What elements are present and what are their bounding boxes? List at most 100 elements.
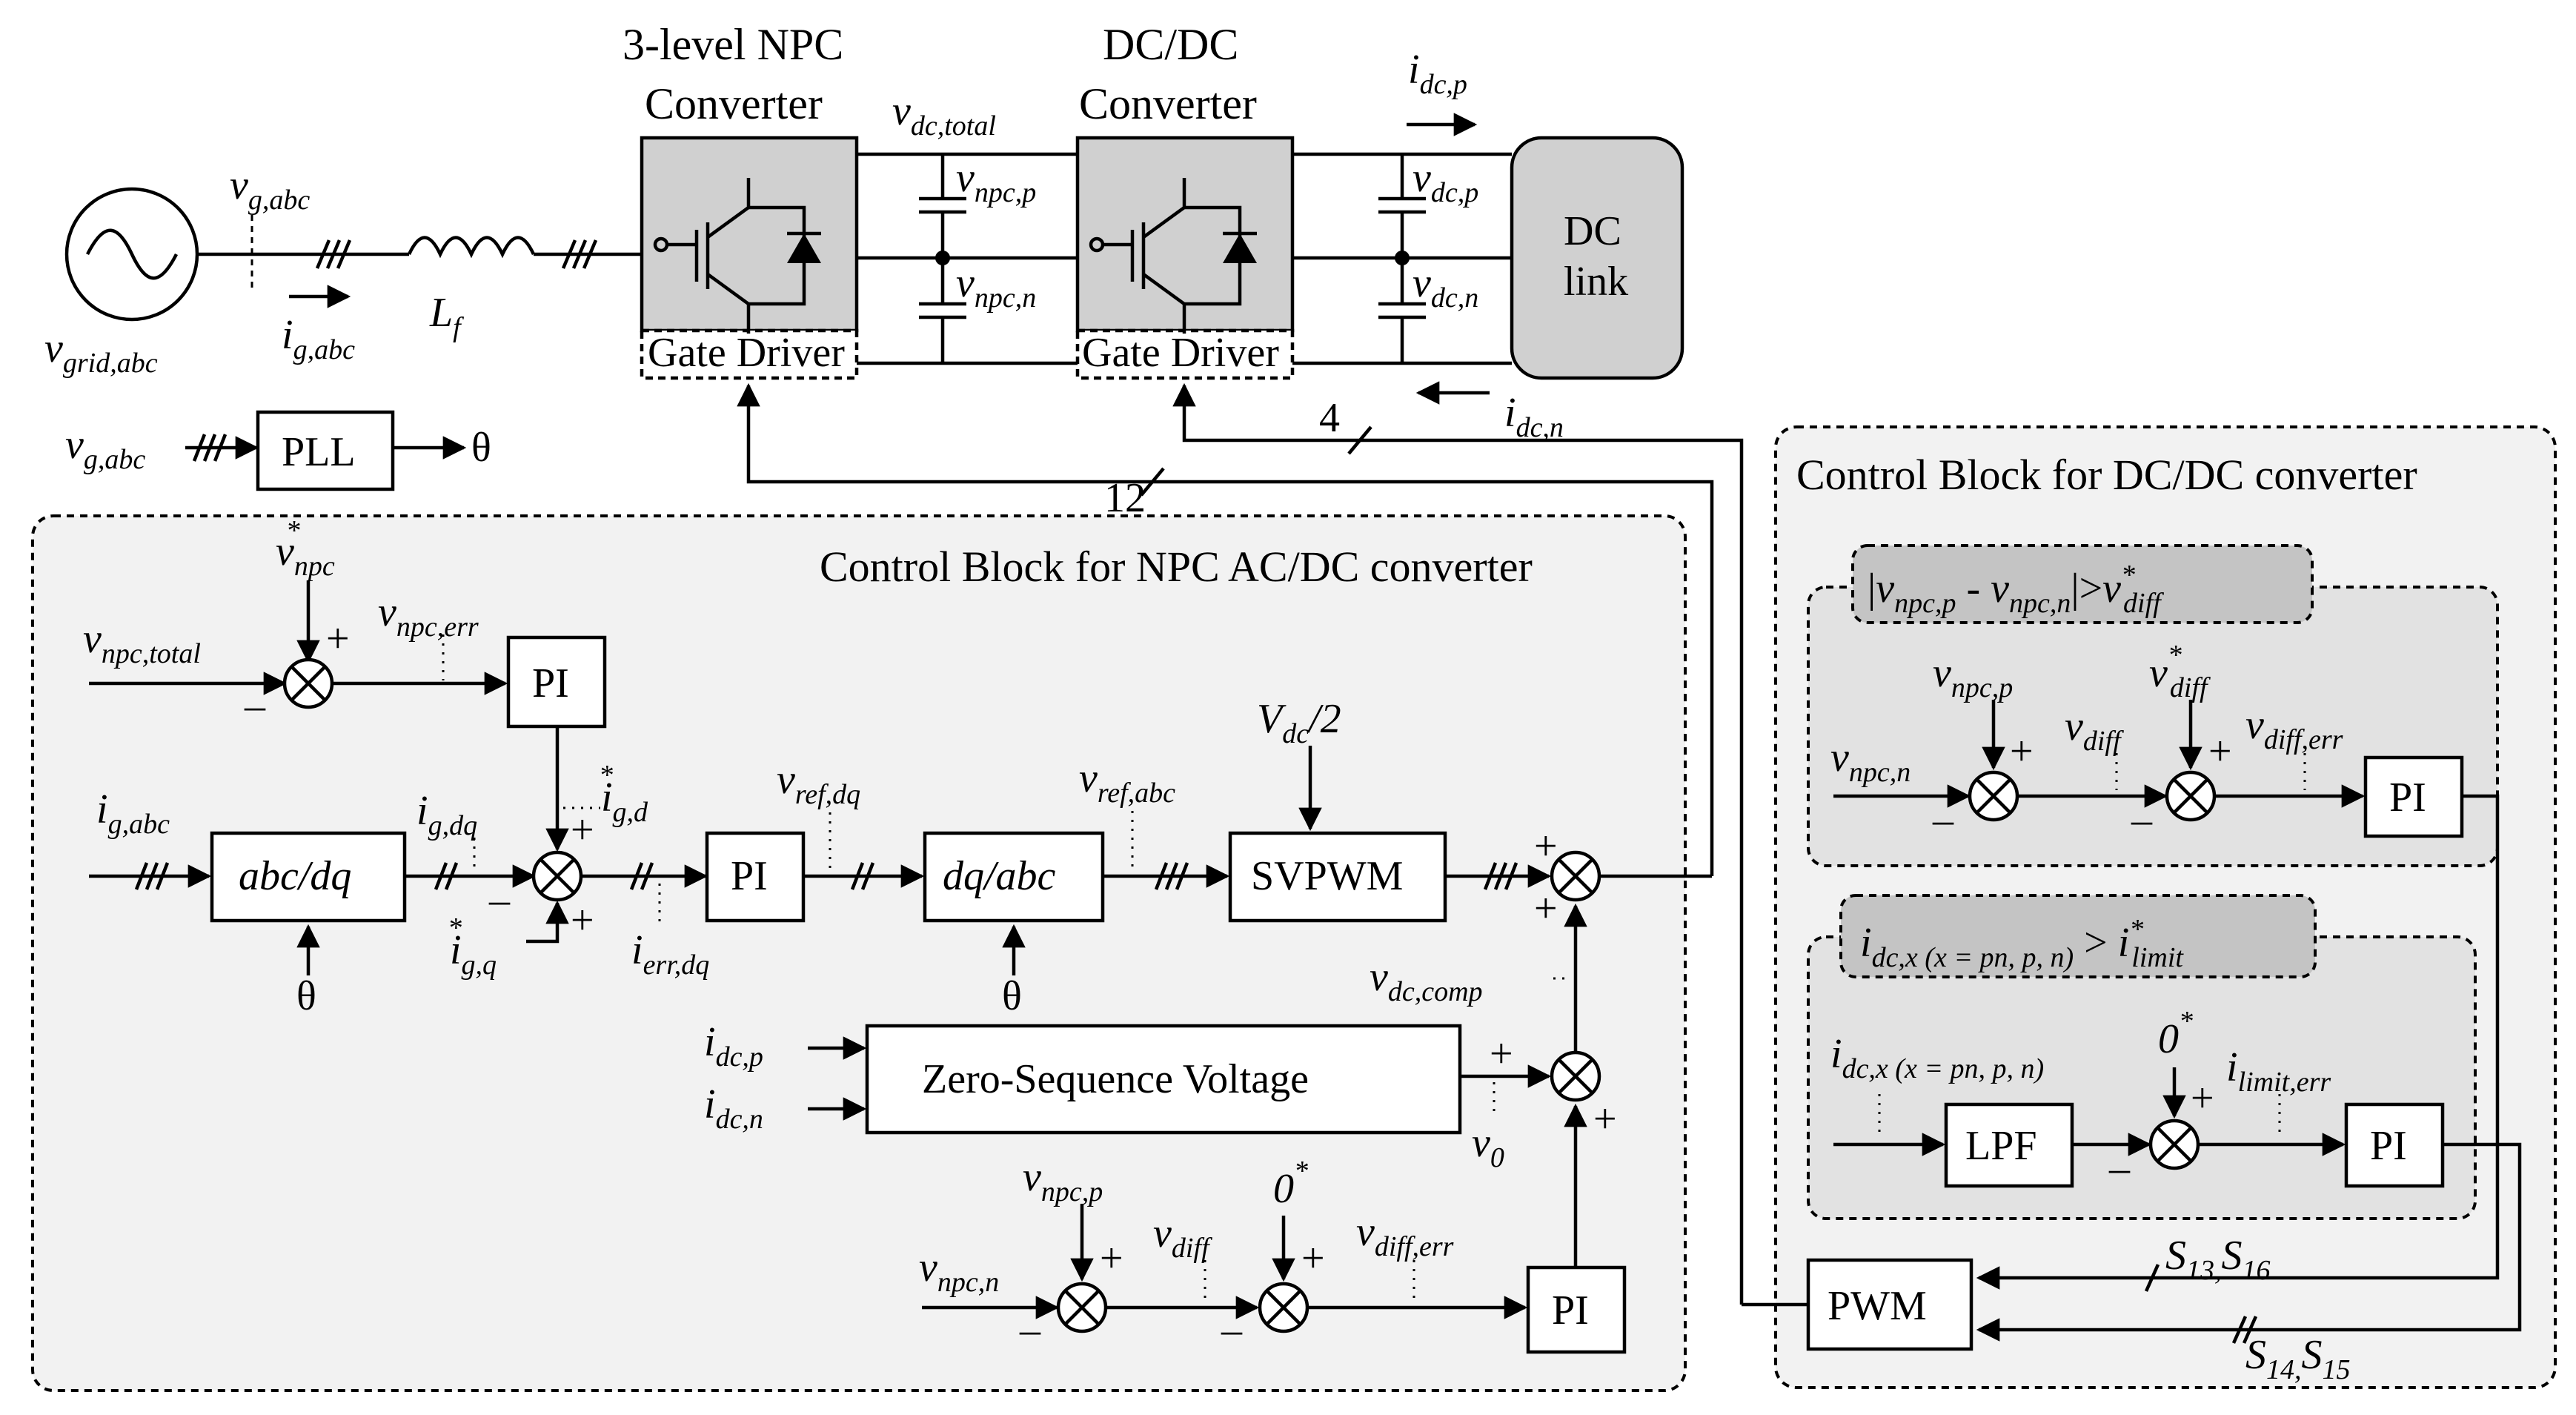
svg-text:–: – [2131, 797, 2153, 843]
npc-title-2: Converter [645, 79, 823, 128]
svg-text:θ: θ [296, 973, 316, 1019]
power-circuit: vgrid,abc vg,abc ig,abc Lf 3-level NPC C… [44, 20, 1744, 1305]
svg-text:–: – [1221, 1307, 1243, 1353]
gate-driver-dcdc [1075, 328, 1295, 380]
bus-12-label: 12 [1104, 475, 1146, 521]
svg-text:PI: PI [532, 660, 569, 706]
svg-text:+: + [1593, 1096, 1617, 1142]
dc-link-block [1510, 136, 1684, 380]
svg-text:+: + [326, 616, 350, 662]
v-npc-err-label: vnpc,err [378, 589, 479, 643]
npc-title: 3-level NPC [623, 20, 843, 69]
svg-text:+: + [2208, 729, 2232, 775]
sine-icon [85, 228, 179, 280]
svg-text:dq/abc: dq/abc [943, 853, 1056, 899]
s13-s16-label: S13,S16 [2165, 1233, 2271, 1286]
dcdc-control-block: Control Block for DC/DC converter |vnpc,… [1742, 425, 2557, 1389]
v-diff-ctrl-label: vdiff [1153, 1210, 1212, 1264]
v-npc-p-label: vnpc,p [956, 155, 1036, 208]
dcdc-title: DC/DC [1103, 20, 1238, 69]
v-diff-dcdc-label: vdiff [2065, 703, 2124, 757]
summing-junction-icon [1968, 770, 2019, 822]
i-g-abc-label: ig,abc [282, 312, 355, 365]
svg-text:LPF: LPF [1965, 1123, 2037, 1169]
svg-text:θ: θ [1002, 973, 1022, 1019]
svg-text:PI: PI [2389, 775, 2426, 821]
condition-voltage-label: |vnpc,p - vnpc,n|>v*diff [1868, 560, 2164, 619]
gate-driver-dcdc-label: Gate Driver [1082, 330, 1279, 376]
svg-text:PI: PI [2370, 1123, 2407, 1169]
svg-text:+: + [571, 898, 594, 944]
svg-text:PI: PI [731, 853, 768, 899]
dcdc-converter-block [1075, 136, 1295, 333]
i-g-dq-label: ig,dq [416, 788, 477, 841]
pi-dcdc-voltage-block [2363, 755, 2464, 838]
i-err-dq-label: ierr,dq [631, 927, 709, 981]
abc-dq-block [210, 831, 407, 923]
capacitor-npc-n [919, 258, 966, 363]
capacitor-dc-p [1378, 154, 1426, 258]
i-limit-err-label: ilimit,err [2226, 1044, 2331, 1098]
v-diff-err-dcdc-label: vdiff,err [2245, 702, 2343, 755]
condition-current-label: idc,x (x = pn, p, n)>i*limit [1860, 914, 2184, 973]
svg-text:–: – [2108, 1145, 2131, 1191]
i-dc-n-ctrl-label: idc,n [704, 1081, 763, 1135]
svg-text:+: + [1490, 1031, 1513, 1077]
igbt-icon [1089, 178, 1257, 334]
v-ref-dq-label: vref,dq [777, 757, 860, 810]
lpf-block [1944, 1102, 2074, 1188]
dcdc-title-2: Converter [1079, 79, 1257, 128]
npc-converter-block [640, 136, 859, 333]
i-dc-p-label: idc,p [1408, 47, 1467, 100]
inductor-icon [407, 236, 536, 259]
summing-junction-icon [1258, 1282, 1309, 1333]
i-g-q-ref-label: ig,q* [448, 912, 497, 981]
gate-signal-npc-wire [737, 382, 1714, 876]
pwm-block [1806, 1258, 1974, 1351]
svpwm-block [1228, 831, 1447, 923]
i-dc-n-label: idc,n [1504, 390, 1564, 443]
svg-text:+: + [1534, 886, 1558, 932]
v-g-abc-label: vg,abc [230, 162, 310, 216]
capacitor-npc-p [919, 154, 966, 258]
svg-text:–: – [1932, 797, 1954, 843]
summing-junction-icon [1550, 850, 1601, 902]
summing-junction-icon [2165, 770, 2217, 822]
zero-ref-label: 0* [1273, 1156, 1308, 1212]
svg-text:+: + [1534, 824, 1558, 869]
v-dc-comp-label: vdc,comp [1370, 954, 1483, 1007]
zero-sequence-block [865, 1024, 1462, 1135]
summing-junction-icon [1550, 1050, 1601, 1102]
summing-junction-icon [1056, 1282, 1108, 1333]
v-npc-p-ctrl-label: vnpc,p [1023, 1154, 1103, 1207]
v-npc-total-label: vnpc,total [83, 616, 201, 669]
gate-driver-npc [640, 328, 859, 380]
svg-text:+: + [2191, 1076, 2214, 1121]
v-npc-p-dcdc-label: vnpc,p [1933, 650, 2013, 703]
svg-text:abc/dq: abc/dq [239, 853, 351, 899]
v-dc-n-label: vdc,n [1413, 260, 1478, 314]
zero-ref-dcdc-label: 0* [2158, 1006, 2193, 1062]
i-dc-p-ctrl-label: idc,p [704, 1019, 763, 1073]
summing-junction-icon [2148, 1119, 2200, 1170]
summing-junction-icon [531, 850, 583, 902]
svg-text:PWM: PWM [1828, 1283, 1927, 1329]
svg-text:–: – [488, 877, 511, 923]
pi-dcdc-current-block [2344, 1102, 2445, 1188]
three-phase-ticks-1 [315, 239, 352, 269]
three-phase-ticks-2 [561, 239, 598, 269]
vdc-half-label: Vdc/2 [1257, 696, 1341, 749]
v-ref-abc-label: vref,abc [1079, 755, 1175, 809]
i-dcx-label: idc,x (x = pn, p, n) [1830, 1031, 2044, 1084]
dq-abc-block [923, 831, 1105, 923]
i-g-abc-ctrl-label: ig,abc [96, 786, 170, 840]
v-grid-label: vgrid,abc [44, 325, 158, 379]
gate-signal-dcdc-wire [1172, 382, 1744, 1305]
svg-text:+: + [2010, 729, 2034, 775]
igbt-icon [653, 178, 821, 334]
svg-text:PI: PI [1552, 1288, 1589, 1333]
v-0-label: v0 [1472, 1120, 1504, 1173]
svg-text:+: + [1100, 1236, 1123, 1282]
dc-link-label-2: link [1564, 259, 1628, 305]
